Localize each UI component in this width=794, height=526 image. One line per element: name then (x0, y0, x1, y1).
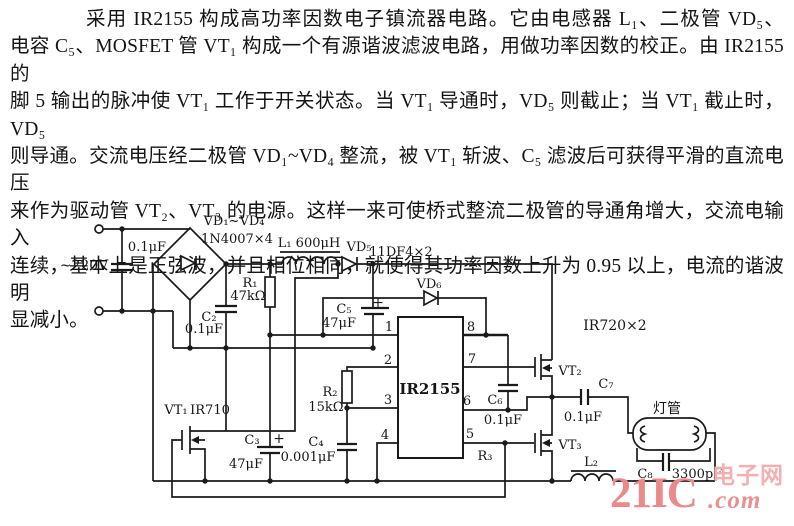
label-c2-value: 0.1μF (185, 322, 223, 337)
label-c8: C₈ (637, 467, 652, 482)
article-line: 显减小。 (10, 310, 89, 332)
label-bridge-part: 1N4007×4 (201, 232, 273, 247)
article-line: 采用 IR2155 构成高功率因数电子镇流器电路。它由电感器 L₁、二极管 VD… (86, 9, 784, 30)
ic-ir2155-name: IR2155 (399, 380, 460, 398)
resistor-r2 (341, 370, 353, 404)
cap-c6 (498, 383, 518, 393)
cap-c3 (257, 445, 283, 455)
cap-c7 (579, 389, 590, 405)
label-mosfet-part: IR720×2 (583, 318, 646, 334)
label-vt1-part: IR710 (190, 403, 230, 418)
pin-1-label: 1 (385, 320, 393, 335)
article-text: 采用 IR2155 构成高功率因数电子镇流器电路。它由电感器 L₁、二极管 VD… (10, 6, 784, 335)
pin-6-label: 6 (463, 394, 471, 409)
mosfet-arrows (191, 364, 550, 447)
cap-c4 (337, 442, 357, 452)
pin-8-label: 8 (467, 320, 475, 335)
label-c2: C₂ (201, 310, 216, 325)
label-c8-value: 3300pF (672, 467, 722, 482)
label-vt2: VT₂ (557, 364, 581, 379)
label-input-cap-value: 0.1μF (128, 240, 166, 255)
label-c5: C₅ (336, 302, 351, 317)
bridge-rectifier (152, 226, 228, 302)
pin-3-label: 3 (384, 393, 392, 408)
label-c7-value: 0.1μF (564, 410, 602, 425)
terminal-top (94, 224, 104, 234)
cap-c8 (661, 453, 671, 471)
vt3-arrow-icon (542, 439, 550, 447)
resistors (264, 276, 353, 404)
article-line: 脚 5 输出的脉冲使 VT₁ 工作于开关状态。当 VT₁ 导通时，VD₅ 则截止… (10, 91, 784, 140)
label-c6-value: 0.1μF (484, 413, 522, 428)
label-l2: L₂ (584, 455, 598, 470)
vt1-arrow-icon (191, 436, 199, 444)
capacitor-plates (111, 262, 671, 471)
diode-vd6-icon (423, 289, 439, 307)
lamp-filament-left (639, 425, 648, 443)
label-c4: C₄ (308, 435, 323, 450)
label-vd5: VD₅ (345, 240, 371, 255)
label-vd6: VD₆ (415, 277, 441, 292)
terminal-bottom (94, 306, 104, 316)
label-r1: R₁ (243, 276, 258, 291)
pin-5-label: 5 (466, 427, 474, 442)
article-line: 电容 C₅、MOSFET 管 VT₁ 构成一个有源谐波滤波电路，用做功率因数的校… (10, 36, 784, 85)
ic-ir2155-body (397, 316, 464, 459)
pin-4-label: 4 (381, 428, 389, 443)
diode-vd5-icon (341, 255, 358, 273)
label-c7: C₇ (598, 377, 613, 392)
label-vt1: VT₁ (163, 403, 187, 418)
pin-7-label: 7 (468, 352, 476, 367)
article-line: 来作为驱动管 VT₂、VT₃ 的电源。这样一来可使桥式整流二极管的导通角增大，交… (10, 200, 784, 250)
label-c3-plus: + (273, 431, 285, 447)
label-r2: R₂ (323, 385, 338, 400)
label-r1-value: 47kΩ (230, 289, 265, 304)
label-c5-plus: + (372, 295, 384, 311)
article-line: 连续，基本上是正弦波，并且相位相同，就使得其功率因数上升为 0.95 以上，电流… (10, 255, 784, 305)
label-c6: C₆ (487, 393, 502, 408)
label-c3-value: 47μF (229, 457, 263, 472)
label-ac-voltage: ~220V (60, 258, 109, 274)
label-l1: L₁ 600μH (278, 236, 341, 251)
label-r2-value: 15kΩ (308, 400, 343, 415)
label-r3: R₃ (478, 449, 493, 464)
vt2-arrow-icon (542, 364, 550, 372)
resistor-r1 (264, 276, 276, 308)
label-lamp: 灯管 (653, 401, 681, 417)
label-bridge-diodes: VD₁~VD₄ (203, 214, 265, 229)
label-c4-value: 0.001μF (281, 450, 336, 465)
article-line: 则导通。交流电压经二极管 VD₁~VD₄ 整流，被 VT₁ 斩波、C₅ 滤波后可… (10, 146, 784, 195)
junction-dots (119, 226, 555, 484)
ac-terminals (94, 224, 104, 316)
input-cap (111, 262, 133, 272)
label-c3: C₃ (244, 433, 259, 448)
lamp-filament-right (691, 425, 700, 443)
bridge-diode-icon (180, 254, 197, 272)
label-c5-value: 47μF (322, 316, 356, 331)
label-diode-part: 11DF4×2 (369, 245, 432, 260)
cap-c2 (215, 304, 237, 314)
label-vt3: VT₃ (557, 438, 581, 453)
lamp-tube (632, 417, 707, 451)
pin-2-label: 2 (384, 353, 392, 368)
cap-c5 (361, 306, 389, 316)
